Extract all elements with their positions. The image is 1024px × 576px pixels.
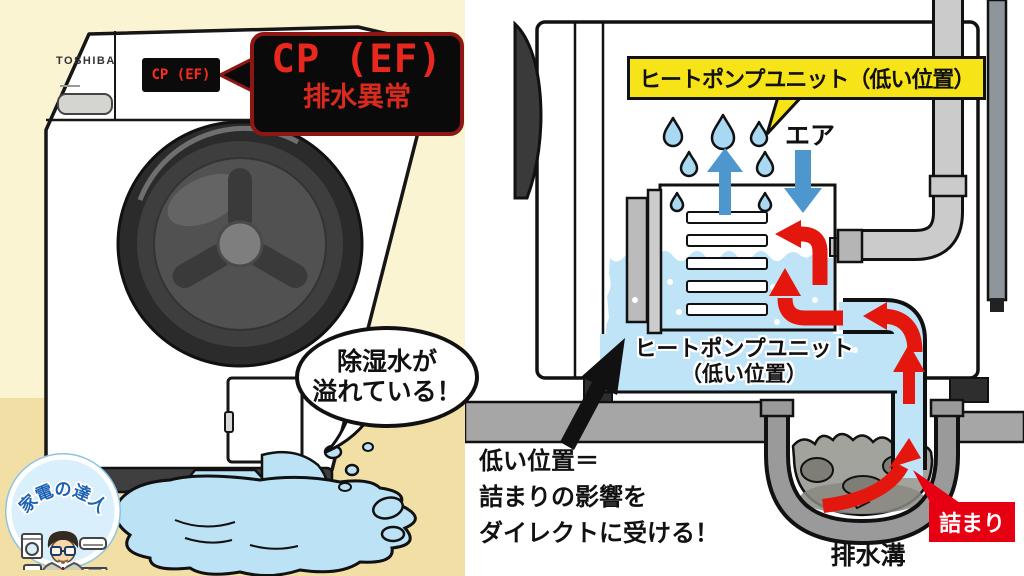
- unit-side-panel-inner: [646, 188, 663, 335]
- wall-foot: [990, 298, 1004, 312]
- technician-avatar: [41, 531, 85, 570]
- right-panel: ヒートポンプユニット（低い位置） エア ヒートポンプユニット （低い位置） 低い…: [465, 0, 1024, 576]
- note-line2: 詰まりの影響を: [479, 484, 647, 511]
- unit-callout-label: ヒートポンプユニット（低い位置）: [627, 56, 987, 100]
- air-down-arrow: [784, 150, 822, 213]
- wall-edge: [986, 0, 1008, 302]
- brand-logo: TOSHIBA: [56, 55, 116, 67]
- heat-exchanger-fins: [686, 211, 768, 316]
- ceiling-cassette-icon: [78, 567, 108, 570]
- top-load-washer-icon: [23, 564, 42, 570]
- unit-side-panel-outer: [625, 196, 649, 324]
- low-position-note: 低い位置＝ 詰まりの影響を ダイレクトに受ける！: [479, 444, 719, 552]
- drum-door: [116, 120, 364, 368]
- water-drops: [662, 113, 775, 213]
- drum-washer-icon: [21, 533, 43, 559]
- unit-water-label: ヒートポンプユニット （低い位置）: [598, 336, 890, 388]
- speech-bubble-line1: 除湿水が: [336, 347, 437, 376]
- error-callout-code: CP (EF): [271, 37, 443, 82]
- filter-door: [226, 376, 304, 464]
- speech-bubble-line2: 溢れている！: [312, 378, 462, 406]
- detergent-drawer: [57, 93, 113, 115]
- error-code-display: CP (EF): [142, 58, 220, 92]
- section-foot-right: [949, 377, 989, 403]
- clog-pointer: [913, 470, 967, 508]
- drain-label: 排水溝: [830, 542, 906, 570]
- air-conditioner-icon: [79, 537, 107, 550]
- heat-pump-diagram: [465, 0, 1024, 546]
- door-cross-section: [513, 20, 543, 200]
- left-panel: TOSHIBA CP (EF) CP (EF) 排水異常 除湿水が 溢れている！: [0, 0, 479, 576]
- air-label: エア: [785, 122, 836, 150]
- clog-label: 詰まり: [929, 502, 1016, 542]
- vapor-up-arrow: [707, 148, 743, 215]
- floor-band-left: [465, 400, 770, 444]
- low-position-arrow: [560, 338, 625, 450]
- channel-badge: 家電の達人: [5, 453, 121, 570]
- water-puddle: [114, 442, 417, 576]
- unit-water-label-line2: （低い位置）: [681, 363, 807, 387]
- speech-bubble: 除湿水が 溢れている！: [295, 326, 479, 428]
- note-line1: 低い位置＝: [479, 448, 599, 475]
- note-line3: ダイレクトに受ける！: [479, 520, 719, 547]
- hose-nozzle: [836, 228, 864, 264]
- error-callout: CP (EF) 排水異常: [250, 32, 464, 136]
- filter-door-handle: [224, 411, 234, 433]
- water-flow-arrows: [769, 220, 925, 513]
- error-callout-label: 排水異常: [303, 81, 411, 112]
- unit-water-label-line1: ヒートポンプユニット: [634, 336, 854, 361]
- drain-hose-pipe: [860, 0, 968, 261]
